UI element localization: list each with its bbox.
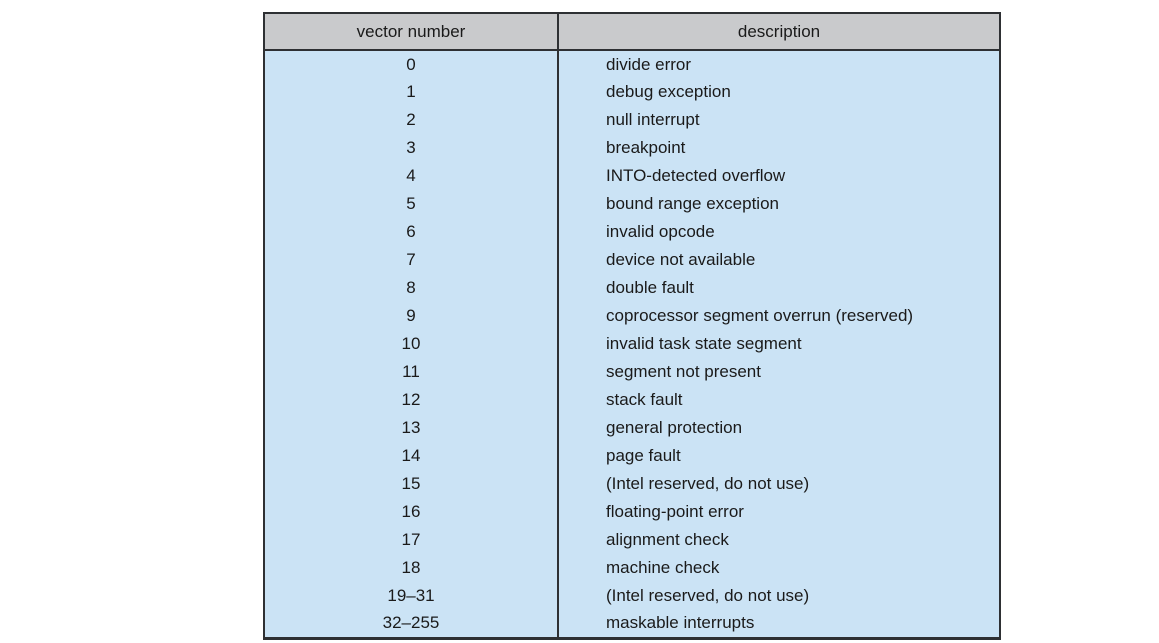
- description-cell: device not available: [557, 246, 1001, 274]
- vector-number-cell: 13: [263, 414, 559, 442]
- vector-number-cell: 12: [263, 386, 559, 414]
- vector-number-cell: 6: [263, 218, 559, 246]
- vector-number-cell: 19–31: [263, 582, 559, 610]
- description-cell: double fault: [557, 274, 1001, 302]
- vector-number-cell: 8: [263, 274, 559, 302]
- table-row: 15(Intel reserved, do not use): [263, 470, 1001, 498]
- description-cell: breakpoint: [557, 134, 1001, 162]
- description-cell: invalid opcode: [557, 218, 1001, 246]
- description-cell: (Intel reserved, do not use): [557, 470, 1001, 498]
- vector-number-cell: 15: [263, 470, 559, 498]
- column-header-vector-number: vector number: [263, 12, 559, 51]
- table-row: 19–31(Intel reserved, do not use): [263, 582, 1001, 610]
- description-cell: alignment check: [557, 526, 1001, 554]
- description-cell: divide error: [557, 50, 1001, 78]
- description-cell: segment not present: [557, 358, 1001, 386]
- description-cell: INTO-detected overflow: [557, 162, 1001, 190]
- vector-number-cell: 10: [263, 330, 559, 358]
- description-cell: invalid task state segment: [557, 330, 1001, 358]
- description-cell: floating-point error: [557, 498, 1001, 526]
- vector-number-cell: 17: [263, 526, 559, 554]
- vector-number-cell: 3: [263, 134, 559, 162]
- vector-number-cell: 32–255: [263, 610, 559, 640]
- vector-number-cell: 11: [263, 358, 559, 386]
- table-header: vector number description: [263, 12, 1001, 51]
- vector-number-cell: 2: [263, 106, 559, 134]
- description-cell: stack fault: [557, 386, 1001, 414]
- vector-number-cell: 18: [263, 554, 559, 582]
- description-cell: page fault: [557, 442, 1001, 470]
- description-cell: coprocessor segment overrun (reserved): [557, 302, 1001, 330]
- description-cell: machine check: [557, 554, 1001, 582]
- vector-number-cell: 5: [263, 190, 559, 218]
- description-cell: (Intel reserved, do not use): [557, 582, 1001, 610]
- vector-number-cell: 1: [263, 78, 559, 106]
- description-cell: general protection: [557, 414, 1001, 442]
- description-cell: debug exception: [557, 78, 1001, 106]
- header-row: vector number description: [263, 12, 1001, 51]
- description-cell: null interrupt: [557, 106, 1001, 134]
- vector-number-cell: 4: [263, 162, 559, 190]
- column-header-description: description: [557, 12, 1001, 51]
- vector-number-cell: 9: [263, 302, 559, 330]
- vector-number-cell: 16: [263, 498, 559, 526]
- vector-number-cell: 0: [263, 50, 559, 78]
- vector-number-cell: 14: [263, 442, 559, 470]
- vector-number-cell: 7: [263, 246, 559, 274]
- description-cell: maskable interrupts: [557, 610, 1001, 640]
- description-cell: bound range exception: [557, 190, 1001, 218]
